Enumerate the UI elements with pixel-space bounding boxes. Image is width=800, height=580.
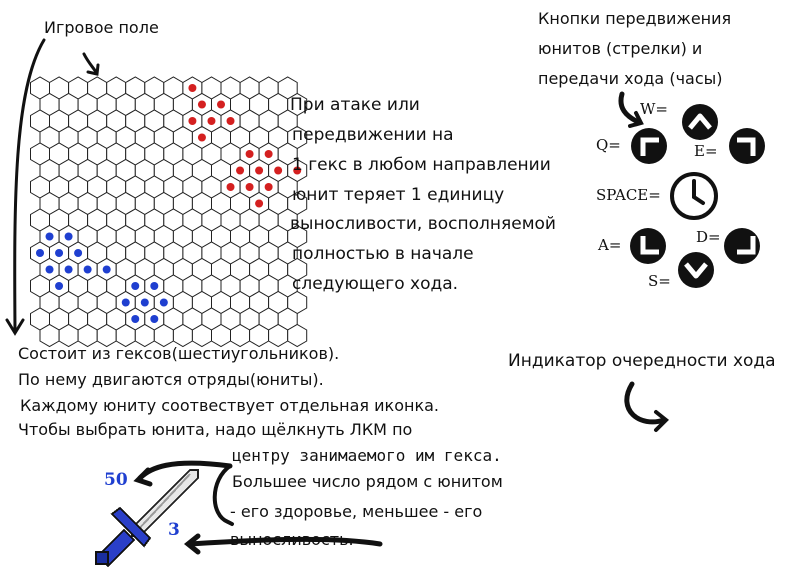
key-s-down-button	[678, 252, 714, 288]
blue-unit-icon[interactable]	[131, 282, 140, 290]
key-a-label: A=	[598, 236, 622, 254]
key-w-up-button	[682, 104, 718, 140]
red-unit-icon[interactable]	[216, 100, 225, 109]
red-unit-icon[interactable]	[264, 150, 273, 158]
blue-unit-icon[interactable]	[83, 265, 92, 274]
blue-unit-icon[interactable]	[55, 282, 64, 290]
key-a-downleft-button	[630, 228, 666, 264]
stamina-value: 3	[168, 520, 180, 540]
red-unit-icon[interactable]	[245, 183, 254, 191]
health-value: 50	[104, 470, 128, 490]
field-arrow-icon	[13, 38, 46, 332]
grid-pointer-icon	[82, 52, 98, 74]
turn-indicator-label: Индикатор очередности хода	[508, 351, 776, 371]
key-q-label: Q=	[596, 136, 621, 154]
controls-title-3: передачи хода (часы)	[538, 69, 723, 88]
key-space-label: SPACE=	[596, 186, 661, 204]
red-unit-icon[interactable]	[264, 183, 273, 191]
controls-title-1: Кнопки передвижения	[538, 9, 732, 28]
key-d-label: D=	[696, 228, 721, 246]
red-unit-icon[interactable]	[255, 199, 264, 208]
key-s-label: S=	[648, 272, 671, 290]
red-unit-icon[interactable]	[245, 150, 254, 158]
blue-unit-icon[interactable]	[150, 315, 159, 323]
key-q-upleft-button	[631, 128, 667, 164]
blue-unit-icon[interactable]	[121, 298, 130, 307]
red-unit-icon[interactable]	[226, 117, 235, 125]
blue-unit-icon[interactable]	[45, 265, 54, 274]
controls-title-2: юнитов (стрелки) и	[538, 39, 703, 58]
field-title: Игровое поле	[44, 18, 159, 37]
key-d-downright-button	[724, 228, 760, 264]
red-unit-icon[interactable]	[197, 133, 206, 142]
red-unit-icon[interactable]	[226, 183, 235, 191]
red-unit-icon[interactable]	[197, 100, 206, 109]
red-unit-icon[interactable]	[188, 84, 197, 92]
red-unit-icon[interactable]	[236, 166, 245, 175]
blue-unit-icon[interactable]	[150, 282, 159, 290]
red-unit-icon[interactable]	[188, 117, 197, 125]
indicator-arrow-icon	[624, 381, 667, 425]
blue-unit-icon[interactable]	[74, 249, 83, 257]
key-w-label: W=	[640, 100, 668, 118]
hex-cell[interactable]	[287, 323, 308, 348]
blue-unit-icon[interactable]	[55, 249, 64, 257]
blue-unit-icon[interactable]	[131, 315, 140, 323]
red-unit-icon[interactable]	[274, 166, 283, 175]
blue-unit-icon[interactable]	[159, 298, 168, 307]
red-unit-icon[interactable]	[255, 166, 264, 175]
keys-pointer-icon	[618, 91, 641, 125]
red-unit-icon[interactable]	[207, 117, 216, 125]
blue-unit-icon[interactable]	[140, 298, 149, 307]
key-e-label: E=	[694, 142, 718, 160]
red-unit-icon[interactable]	[293, 166, 302, 175]
bracket-line-icon	[212, 464, 234, 526]
stamina-pointer-icon	[187, 536, 383, 547]
blue-unit-icon[interactable]	[45, 232, 54, 241]
blue-unit-icon[interactable]	[64, 265, 73, 274]
blue-unit-icon[interactable]	[102, 265, 111, 274]
key-e-upright-button	[729, 128, 765, 164]
blue-unit-icon[interactable]	[64, 232, 73, 241]
key-space-end-turn-clock-icon	[670, 172, 718, 220]
blue-unit-icon[interactable]	[36, 249, 44, 257]
